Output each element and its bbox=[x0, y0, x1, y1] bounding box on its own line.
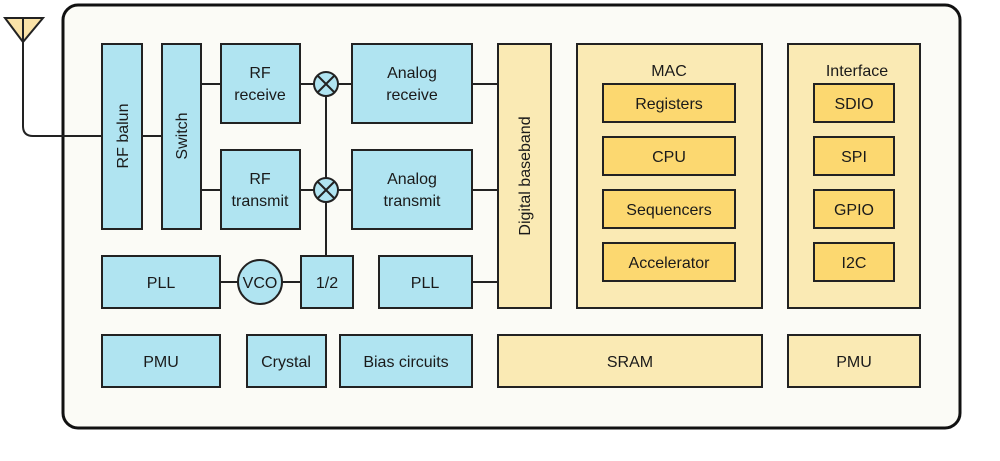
svg-text:receive: receive bbox=[386, 87, 438, 104]
mixer-transmit-icon bbox=[313, 177, 339, 203]
vco-block: VCO bbox=[237, 259, 283, 305]
svg-text:Accelerator: Accelerator bbox=[629, 255, 711, 272]
divider-block: 1/2 bbox=[300, 255, 354, 309]
svg-text:I2C: I2C bbox=[842, 255, 867, 272]
mac-item-accelerator: Accelerator bbox=[602, 242, 736, 282]
svg-text:transmit: transmit bbox=[384, 193, 441, 210]
interface-title: Interface bbox=[826, 63, 888, 80]
svg-text:transmit: transmit bbox=[232, 193, 289, 210]
svg-text:PMU: PMU bbox=[143, 354, 179, 371]
svg-text:RF balun: RF balun bbox=[115, 104, 132, 169]
rf-transmit-block: RF transmit bbox=[220, 149, 301, 230]
interface-block: Interface SDIO SPI GPIO I2C bbox=[787, 43, 921, 309]
svg-text:PMU: PMU bbox=[836, 354, 872, 371]
svg-text:Analog: Analog bbox=[387, 65, 437, 82]
analog-transmit-block: Analog transmit bbox=[351, 149, 473, 230]
digital-baseband-block: Digital baseband bbox=[497, 43, 552, 309]
switch-block: Switch bbox=[161, 43, 202, 230]
svg-text:Analog: Analog bbox=[387, 171, 437, 188]
mac-item-cpu: CPU bbox=[602, 136, 736, 176]
svg-text:PLL: PLL bbox=[147, 275, 176, 292]
pll-rf-block: PLL bbox=[101, 255, 221, 309]
rf-receive-block: RF receive bbox=[220, 43, 301, 124]
mac-item-sequencers: Sequencers bbox=[602, 189, 736, 229]
mac-title: MAC bbox=[651, 63, 687, 80]
antenna-icon bbox=[3, 17, 102, 137]
svg-text:SDIO: SDIO bbox=[834, 96, 873, 113]
analog-receive-block: Analog receive bbox=[351, 43, 473, 124]
bias-circuits-block: Bias circuits bbox=[339, 334, 473, 388]
sram-block: SRAM bbox=[497, 334, 763, 388]
crystal-block: Crystal bbox=[246, 334, 327, 388]
svg-text:1/2: 1/2 bbox=[316, 275, 338, 292]
mixer-receive-icon bbox=[313, 71, 339, 97]
svg-text:Sequencers: Sequencers bbox=[626, 202, 711, 219]
interface-item-sdio: SDIO bbox=[813, 83, 895, 123]
interface-item-spi: SPI bbox=[813, 136, 895, 176]
interface-item-i2c: I2C bbox=[813, 242, 895, 282]
svg-text:SPI: SPI bbox=[841, 149, 867, 166]
svg-text:Registers: Registers bbox=[635, 96, 703, 113]
svg-text:RF: RF bbox=[249, 65, 271, 82]
pmu-left-block: PMU bbox=[101, 334, 221, 388]
svg-text:PLL: PLL bbox=[411, 275, 440, 292]
svg-text:Digital baseband: Digital baseband bbox=[517, 116, 534, 235]
svg-text:GPIO: GPIO bbox=[834, 202, 874, 219]
svg-text:Crystal: Crystal bbox=[261, 354, 311, 371]
svg-text:VCO: VCO bbox=[243, 275, 278, 292]
rf-balun-block: RF balun bbox=[101, 43, 143, 230]
interface-item-gpio: GPIO bbox=[813, 189, 895, 229]
svg-text:Switch: Switch bbox=[174, 112, 191, 159]
mac-item-registers: Registers bbox=[602, 83, 736, 123]
pll-analog-block: PLL bbox=[378, 255, 473, 309]
signal-wires bbox=[142, 83, 498, 283]
svg-text:CPU: CPU bbox=[652, 149, 686, 166]
pmu-right-block: PMU bbox=[787, 334, 921, 388]
svg-text:SRAM: SRAM bbox=[607, 354, 653, 371]
svg-text:RF: RF bbox=[249, 171, 271, 188]
svg-text:receive: receive bbox=[234, 87, 286, 104]
mac-block: MAC Registers CPU Sequencers Accelerator bbox=[576, 43, 763, 309]
svg-text:Bias circuits: Bias circuits bbox=[363, 354, 448, 371]
